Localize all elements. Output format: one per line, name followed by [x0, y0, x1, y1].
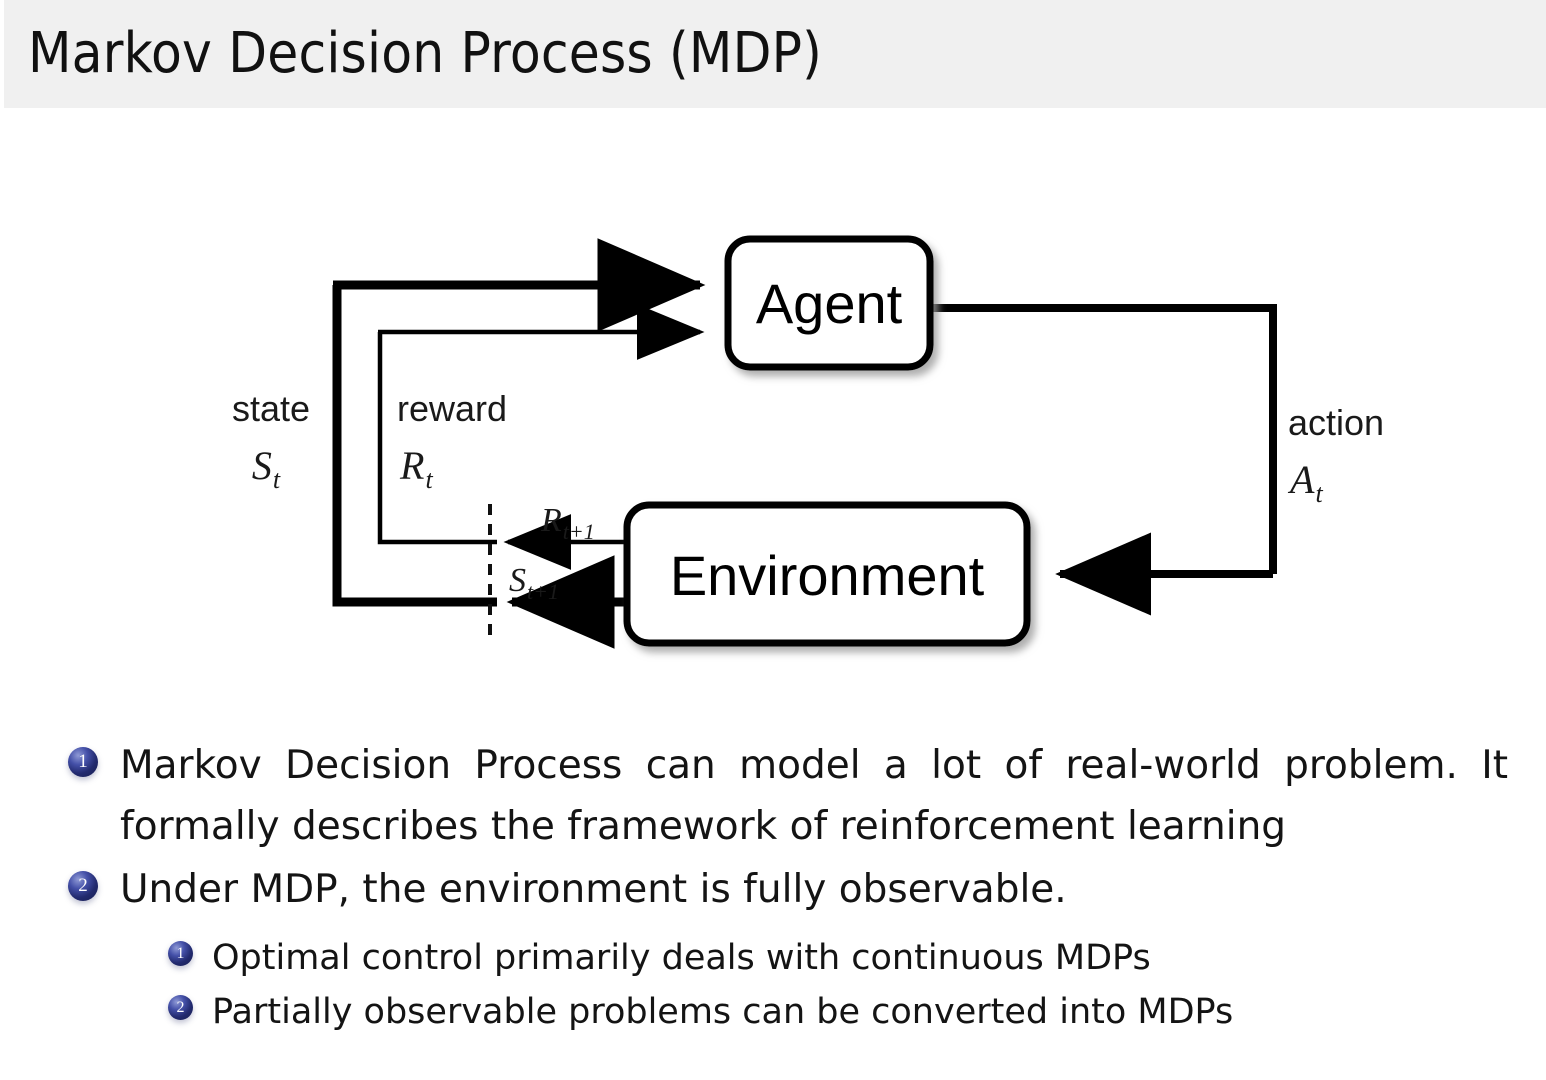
action-label-word: action — [1288, 402, 1384, 443]
bullet-number-marker: 2 — [68, 871, 98, 901]
list-item: 1 Optimal control primarily deals with c… — [168, 931, 1508, 985]
bullet-text: Optimal control primarily deals with con… — [212, 938, 1151, 978]
bullet-number-marker: 1 — [68, 747, 98, 777]
mdp-interaction-diagram: Agent Environment state St reward Rt act… — [0, 108, 1546, 698]
reward-label-symbol: Rt — [399, 443, 433, 494]
state-feedback-path — [332, 238, 706, 607]
list-item: 2 Under MDP, the environment is fully ob… — [68, 859, 1508, 920]
agent-node[interactable]: Agent — [724, 235, 934, 371]
action-label-group: action At — [1287, 402, 1384, 508]
state-label-symbol: St — [252, 443, 281, 494]
bullet-text: Under MDP, the environment is fully obse… — [120, 867, 1067, 912]
action-label-symbol: At — [1287, 457, 1323, 508]
page-title: Markov Decision Process (MDP) — [28, 21, 823, 86]
diagram-canvas: Agent Environment state St reward Rt act… — [232, 235, 1384, 649]
reward-feedback-path — [377, 304, 705, 545]
bullet-list: 1 Markov Decision Process can model a lo… — [0, 735, 1546, 1080]
state-label-group: state St — [232, 388, 310, 494]
bullet-text: Partially observable problems can be con… — [212, 992, 1234, 1032]
environment-output-arrows — [503, 514, 627, 649]
bullet-text: Markov Decision Process can model a lot … — [120, 743, 1521, 849]
slide-header-bar: Markov Decision Process (MDP) — [0, 0, 1546, 108]
list-item: 2 Partially observable problems can be c… — [168, 985, 1508, 1039]
bullet-number-marker: 2 — [168, 995, 193, 1020]
bullet-number-marker: 1 — [168, 941, 193, 966]
agent-node-label: Agent — [756, 272, 903, 335]
state-label-word: state — [232, 388, 310, 429]
reward-label-word: reward — [397, 388, 507, 429]
action-path — [930, 304, 1277, 616]
environment-node-label: Environment — [670, 544, 985, 607]
list-item: 1 Markov Decision Process can model a lo… — [68, 735, 1508, 857]
reward-label-group: reward Rt — [397, 388, 507, 494]
reward-next-label: Rt+1 — [540, 502, 595, 544]
environment-node[interactable]: Environment — [623, 501, 1031, 647]
state-next-label: St+1 — [509, 562, 559, 604]
